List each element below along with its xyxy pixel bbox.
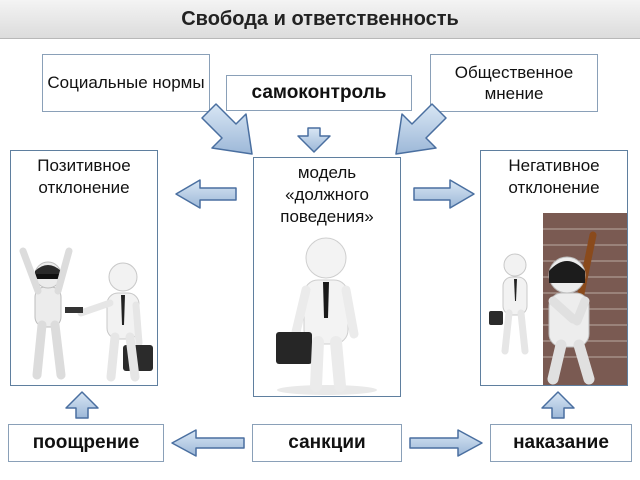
social-norms-box: Социальные нормы (42, 54, 210, 112)
negative-deviation-label: Негативное отклонение (508, 156, 600, 198)
arrow-sanctions-to-reward (171, 429, 245, 457)
arrow-sanctions-to-punishment (409, 429, 483, 457)
social-norms-label: Социальные нормы (47, 73, 205, 93)
self-control-label: самоконтроль (251, 82, 387, 103)
public-opinion-box: Общественное мнение (430, 54, 598, 112)
arrow-model-to-negative (413, 179, 475, 209)
arrow-self-control-to-model (297, 127, 331, 153)
arrow-model-to-positive (175, 179, 237, 209)
negative-deviation-panel: Негативное отклонение (480, 150, 628, 386)
businessman-illustration (276, 237, 377, 395)
reward-box: поощрение (8, 424, 164, 462)
punishment-label: наказание (513, 432, 609, 453)
self-control-box: самоконтроль (226, 75, 412, 111)
arrow-punishment-to-negative (541, 391, 575, 419)
attacker-figure (547, 231, 597, 385)
arrow-reward-to-positive (65, 391, 99, 419)
robbery-illustration (19, 247, 153, 382)
victim-figure (489, 253, 529, 355)
public-opinion-label: Общественное мнение (454, 62, 574, 103)
reward-label: поощрение (32, 432, 140, 453)
businessman-figure (65, 262, 153, 382)
sanctions-label: санкции (288, 432, 366, 453)
robber-figure (19, 247, 73, 380)
punishment-box: наказание (490, 424, 632, 462)
sanctions-box: санкции (252, 424, 402, 462)
positive-deviation-panel: Позитивное отклонение (10, 150, 158, 386)
arrow-social-norms-to-model (201, 103, 253, 155)
proper-behavior-label: модель «должного поведения» (280, 163, 374, 227)
positive-deviation-label: Позитивное отклонение (37, 156, 131, 198)
proper-behavior-panel: модель «должного поведения» (253, 157, 401, 397)
page-title: Свобода и ответственность (181, 7, 459, 30)
title-bar: Свобода и ответственность (0, 0, 640, 39)
assault-illustration (489, 213, 627, 385)
arrow-public-opinion-to-model (395, 103, 447, 155)
